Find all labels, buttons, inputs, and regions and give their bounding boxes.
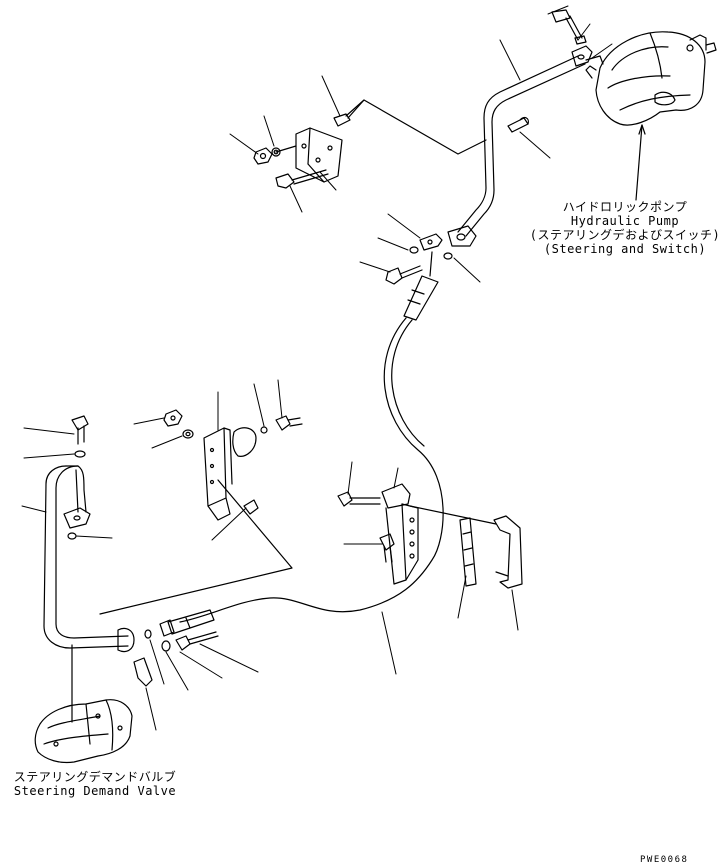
valve-label-jp: ステアリングデマンドバルブ bbox=[13, 770, 177, 784]
callout-leaders bbox=[21, 5, 613, 731]
pump-label-sub-en: (Steering and Switch) bbox=[543, 242, 707, 256]
connector-line-middle bbox=[99, 479, 293, 615]
middle-bracket bbox=[163, 409, 303, 521]
hose-clamp-upper bbox=[385, 233, 443, 321]
hose-fitting-lower bbox=[133, 609, 219, 687]
pump-label-jp: ハイドロリックポンプ bbox=[562, 200, 688, 214]
document-code: PWE0068 bbox=[640, 855, 689, 863]
hydraulic-pump bbox=[585, 31, 717, 126]
hose bbox=[179, 317, 444, 623]
pump-label-sub-jp: (ステアリングデおよびスイッチ) bbox=[529, 228, 721, 242]
upper-bracket bbox=[253, 99, 365, 189]
pump-leader bbox=[635, 124, 643, 201]
pump-label-en: Hydraulic Pump bbox=[570, 214, 680, 228]
valve-label-en: Steering Demand Valve bbox=[13, 784, 177, 798]
steering-demand-valve bbox=[34, 699, 133, 764]
left-pipe bbox=[43, 415, 135, 653]
hydraulic-pump-label: ハイドロリックポンプ Hydraulic Pump (ステアリングデおよびスイッ… bbox=[520, 200, 728, 256]
right-clamp-bracket bbox=[337, 483, 523, 589]
upper-pipe bbox=[443, 9, 593, 260]
steering-demand-valve-label: ステアリングデマンドバルブ Steering Demand Valve bbox=[0, 770, 190, 798]
connector-line-upper bbox=[345, 99, 487, 155]
